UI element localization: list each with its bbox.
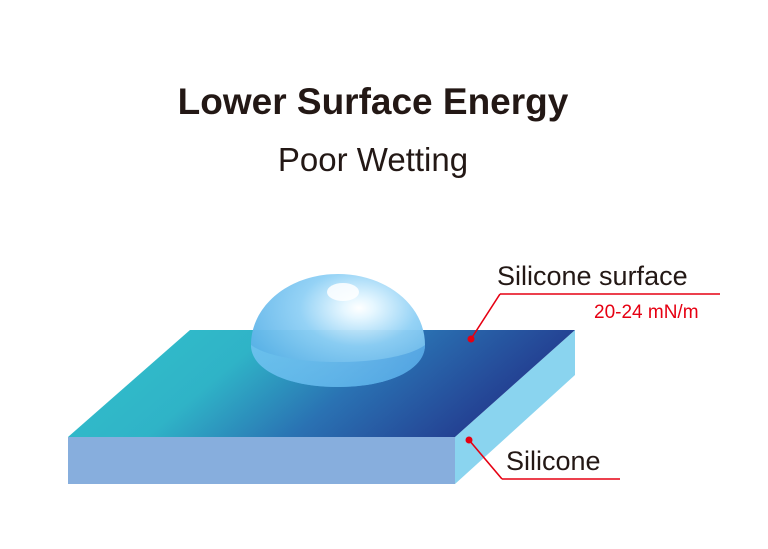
droplet-highlight — [327, 283, 359, 301]
droplet-base — [251, 345, 425, 387]
surface-marker-dot — [467, 335, 475, 343]
material-marker-dot — [465, 436, 473, 444]
surface-leader-line — [470, 293, 501, 340]
slab-side-face — [455, 330, 575, 484]
material-callout: Silicone — [465, 436, 620, 480]
material-leader-line — [468, 439, 503, 480]
surface-label: Silicone surface — [497, 261, 688, 291]
surface-energy-value: 20-24 mN/m — [594, 302, 699, 323]
material-label: Silicone — [506, 446, 601, 476]
silicone-slab — [68, 330, 575, 484]
diagram-title: Lower Surface Energy — [178, 81, 569, 122]
droplet-dome — [251, 274, 425, 387]
surface-callout: Silicone surface 20-24 mN/m — [467, 261, 720, 343]
water-droplet — [251, 274, 425, 387]
slab-front-face — [68, 437, 455, 484]
diagram-subtitle: Poor Wetting — [278, 141, 468, 178]
